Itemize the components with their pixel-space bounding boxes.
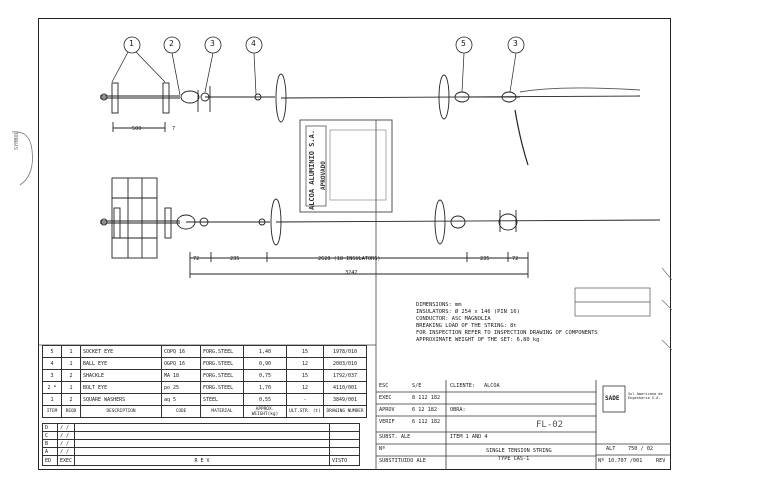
handwritten-code: FL-02 xyxy=(536,420,564,430)
bom-reqd: 1 xyxy=(61,345,81,358)
dim-235-left: 235 xyxy=(230,256,240,262)
bolt-nut-top xyxy=(100,93,108,101)
shackle-right-bottom xyxy=(498,213,518,231)
drawing-title: SINGLE TENSION STRING xyxy=(486,448,552,454)
exec-value: 8 112 182 xyxy=(412,395,441,401)
tower-structure xyxy=(111,177,158,259)
callout-2-label: 2 xyxy=(169,39,174,48)
alt-value: 750 / 02 xyxy=(628,446,653,452)
bom-code: COPQ 16 xyxy=(161,345,201,358)
drawing-type: TYPE CAS-1 xyxy=(498,456,530,462)
subst-label: SUBST. ALE xyxy=(379,434,411,440)
stamp-approved: APROVADO xyxy=(320,161,327,190)
subst-value: ITEM 1 AND 4 xyxy=(450,434,488,440)
nr-label: Nº xyxy=(379,446,386,452)
company-name: Sul Americana de Engenharia S.A. xyxy=(628,392,663,400)
rev-label: REV xyxy=(656,458,666,464)
substituted-by-label: SUBSTITUIDO ALE xyxy=(379,458,426,464)
obra-label: OBRA: xyxy=(450,407,466,413)
callout-5-label: 5 xyxy=(461,39,466,48)
exec-label: EXEC xyxy=(379,395,392,401)
receipt-stamp xyxy=(574,287,651,317)
drawing-number: 10.707 /001 xyxy=(608,458,643,464)
bom-item: 5 xyxy=(42,345,62,358)
note-conductor: CONDUCTOR: ASC MAGNOLIA xyxy=(416,316,491,322)
note-dimensions: DIMENSIONS: mm xyxy=(416,302,462,308)
verif-label: VERIF xyxy=(379,419,395,425)
title-block: ESC S/E CLIENTE: ALCOA EXEC 8 112 182 AP… xyxy=(376,380,671,470)
bom-dwg: 1978/010 xyxy=(323,345,367,358)
note-breaking-load: BREAKING LOAD OF THE STRING: 8t xyxy=(416,323,517,329)
callout-3-label: 3 xyxy=(210,39,215,48)
insulator-disc-18-bottom xyxy=(434,199,446,245)
verif-value: 6 112 182 xyxy=(412,419,441,425)
dim-235-right: 235 xyxy=(480,256,490,262)
bom-material: FORG.STEEL xyxy=(200,345,244,358)
callout-3b-label: 3 xyxy=(513,39,518,48)
dim-3242: 3242 xyxy=(345,270,358,276)
esc-label: ESC xyxy=(379,383,389,389)
bom-weight: 1,40 xyxy=(243,345,287,358)
approval-stamp xyxy=(299,119,393,213)
approv-label: APROV xyxy=(379,407,395,413)
bom-desc: SOCKET EYE xyxy=(80,345,162,358)
note-inspection: FOR INSPECTION REFER TO INSPECTION DRAWI… xyxy=(416,330,598,336)
drawing-no-label: Nº xyxy=(598,458,605,464)
drawing-sheet-border xyxy=(38,18,671,470)
company-logo: SADE xyxy=(605,395,620,402)
client-label: CLIENTE: xyxy=(450,383,475,389)
dim-72-right: 72 xyxy=(512,256,519,262)
note-insulators: INSULATORS: Ø 254 x 146 (PIN 16) xyxy=(416,309,520,315)
margin-note: SYMBOL xyxy=(14,131,20,150)
esc-value: S/E xyxy=(412,383,422,389)
alt-label: ALT xyxy=(606,446,616,452)
dim-2628: 2628 (18 INSULATORS) xyxy=(318,256,381,262)
callout-1 xyxy=(123,36,141,54)
client-value: ALCOA xyxy=(484,383,500,389)
shackle-right-top xyxy=(501,91,517,103)
approv-value: 6 12 182 xyxy=(412,407,437,413)
dim-72-left: 72 xyxy=(193,256,200,262)
dim-500: 500 xyxy=(132,126,142,132)
shackle-top xyxy=(180,90,200,104)
note-weight: APPROXIMATE WEIGHT OF THE SET: 6,80 kg xyxy=(416,337,540,343)
stamp-company: ALCOA ALUMINIO S.A. xyxy=(308,129,316,210)
dim-7: 7 xyxy=(172,126,176,132)
margin-handwritten-note xyxy=(11,131,33,186)
bom-ult: 15 xyxy=(286,345,324,358)
callout-1-label: 1 xyxy=(129,39,134,48)
callout-4-label: 4 xyxy=(251,39,256,48)
